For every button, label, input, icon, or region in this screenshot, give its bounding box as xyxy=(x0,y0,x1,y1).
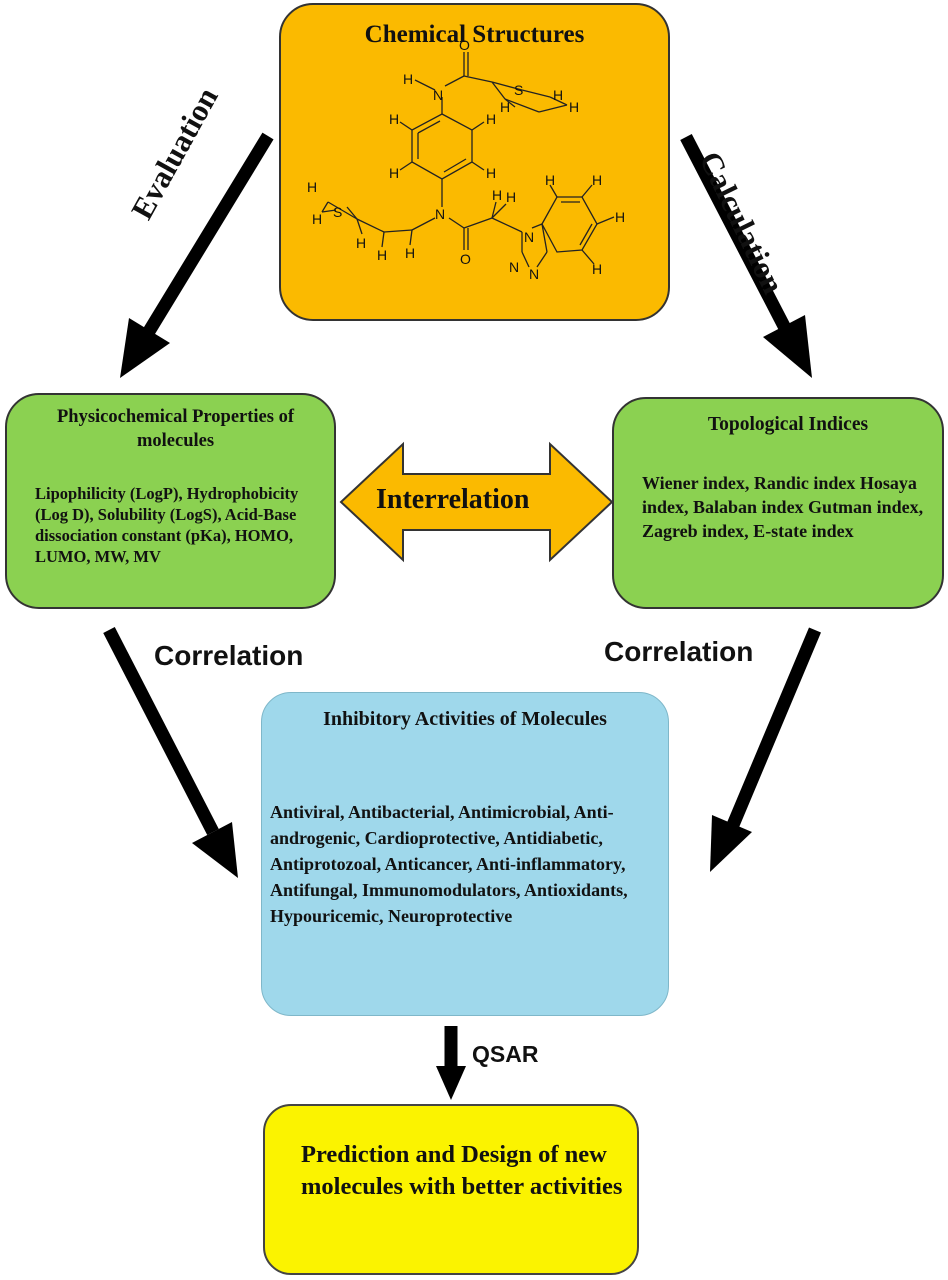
svg-text:H: H xyxy=(403,71,413,87)
interrelation-label: Interrelation xyxy=(376,484,530,515)
svg-text:H: H xyxy=(553,87,563,103)
correlation-right-label: Correlation xyxy=(604,636,754,667)
svg-text:H: H xyxy=(492,187,502,203)
svg-text:O: O xyxy=(460,251,471,267)
prediction-design-box: Prediction and Design of new molecules w… xyxy=(263,1104,639,1275)
svg-text:H: H xyxy=(506,189,516,205)
svg-text:N: N xyxy=(509,259,519,275)
evaluation-arrow xyxy=(120,132,274,378)
svg-text:H: H xyxy=(486,111,496,127)
svg-text:O: O xyxy=(459,37,470,53)
molecule-structure: O H N S H H H H H H H N H S H H H H O H … xyxy=(307,37,625,282)
svg-text:S: S xyxy=(333,204,342,220)
svg-text:H: H xyxy=(545,172,555,188)
svg-text:H: H xyxy=(405,245,415,261)
svg-text:N: N xyxy=(524,229,534,245)
svg-text:H: H xyxy=(356,235,366,251)
inhibitory-list: Antiviral, Antibacterial, Antimicrobial,… xyxy=(270,802,628,926)
topological-list: Wiener index, Randic index Hosaya index,… xyxy=(642,473,924,541)
physicochemical-title: Physicochemical Properties of molecules xyxy=(56,407,294,451)
svg-text:H: H xyxy=(486,165,496,181)
svg-text:H: H xyxy=(569,99,579,115)
calculation-arrow xyxy=(680,134,812,378)
svg-text:H: H xyxy=(389,111,399,127)
svg-text:N: N xyxy=(529,266,539,282)
prediction-title: Prediction and Design of new molecules w… xyxy=(301,1141,623,1200)
svg-text:H: H xyxy=(615,209,625,225)
topological-title: Topological Indices xyxy=(707,414,869,435)
correlation-right-arrow xyxy=(710,627,821,872)
svg-text:H: H xyxy=(592,261,602,277)
qsar-label: QSAR xyxy=(472,1041,539,1067)
svg-text:N: N xyxy=(433,87,443,103)
svg-text:H: H xyxy=(500,99,510,115)
correlation-left-label: Correlation xyxy=(154,640,304,671)
qsar-arrow xyxy=(436,1026,466,1100)
topological-indices-box: Topological Indices Wiener index, Randic… xyxy=(612,397,944,609)
chemical-structures-box: Chemical Structures xyxy=(279,3,670,321)
svg-text:S: S xyxy=(514,82,523,98)
svg-text:H: H xyxy=(307,179,317,195)
svg-text:N: N xyxy=(435,206,445,222)
svg-text:H: H xyxy=(592,172,602,188)
physicochemical-properties-box: Physicochemical Properties of molecules … xyxy=(5,393,336,609)
chemical-structures-title: Chemical Structures xyxy=(364,21,585,48)
inhibitory-title: Inhibitory Activities of Molecules xyxy=(323,708,607,730)
svg-text:H: H xyxy=(312,211,322,227)
correlation-left-arrow xyxy=(103,627,238,878)
inhibitory-activities-box: Inhibitory Activities of Molecules Antiv… xyxy=(261,692,669,1016)
svg-text:H: H xyxy=(389,165,399,181)
physicochemical-list: Lipophilicity (LogP), Hydrophobicity (Lo… xyxy=(35,484,299,566)
svg-text:H: H xyxy=(377,247,387,263)
